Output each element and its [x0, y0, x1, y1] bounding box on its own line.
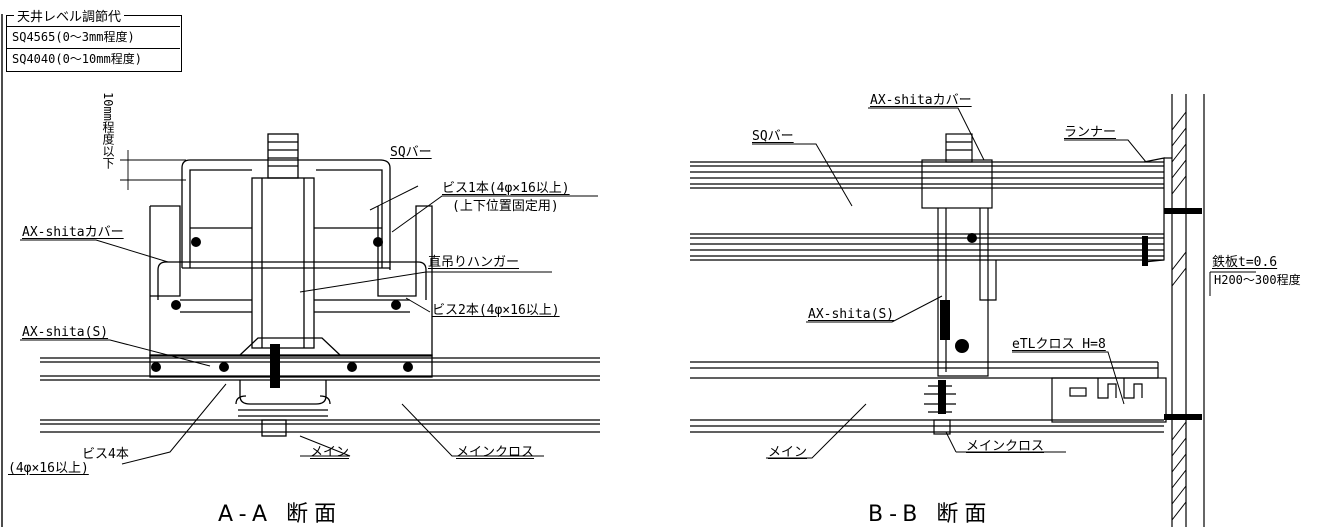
aa-leaders — [20, 185, 598, 465]
bb-sq-bar-label: SQバー — [752, 129, 794, 144]
aa-screw-four-spec: (4φ×16以上) — [8, 461, 89, 476]
bb-runner-label: ランナー — [1064, 125, 1117, 140]
bb-etl-cross-label: eTLクロス H=8 — [1012, 337, 1106, 352]
bb-leaders — [752, 107, 1256, 459]
aa-main-label: メイン — [310, 445, 350, 460]
aa-screw-two-label: ビス2本(4φ×16以上) — [432, 303, 560, 318]
aa-screw-one-note: (上下位置固定用) — [452, 199, 559, 214]
bb-section-title: B-B 断面 — [868, 502, 993, 527]
legend-row-sq4040: SQ4040(0～10mm程度) — [6, 48, 180, 69]
legend-row-sq4565: SQ4565(0～3mm程度) — [6, 26, 180, 47]
bb-main-cross-label: メインクロス — [966, 439, 1045, 454]
bb-steel-plate-height: H200～300程度 — [1214, 273, 1301, 287]
aa-screw-four-label: ビス4本 — [82, 447, 129, 462]
aa-main-cross-label: メインクロス — [456, 445, 535, 460]
bb-ax-shita-label: AX-shita(S) — [808, 307, 895, 322]
aa-section-title: A-A 断面 — [218, 502, 343, 527]
aa-cover-label: AX-shitaカバー — [22, 225, 124, 240]
wall-hatch — [1171, 111, 1187, 521]
bb-steel-plate-label: 鉄板t=0.6 — [1212, 255, 1278, 270]
bb-main-label: メイン — [768, 445, 808, 460]
legend-title: 天井レベル調節代 — [14, 6, 125, 25]
aa-dimension-label: 10mm程度以下 — [101, 92, 115, 169]
bb-screws — [938, 208, 1202, 420]
aa-section — [40, 133, 600, 437]
aa-screw-one-label: ビス1本(4φ×16以上) — [442, 181, 570, 196]
aa-screws — [151, 237, 413, 388]
bb-cover-label: AX-shitaカバー — [870, 93, 972, 108]
adjustment-legend: SQ4565(0～3mm程度) SQ4040(0～10mm程度) 天井レベル調節… — [6, 6, 182, 72]
aa-ax-shita-label: AX-shita(S) — [22, 325, 109, 340]
aa-hanger-label: 直吊りハンガー — [428, 255, 520, 270]
bb-section — [690, 94, 1205, 527]
aa-sq-bar-label: SQバー — [390, 145, 432, 160]
